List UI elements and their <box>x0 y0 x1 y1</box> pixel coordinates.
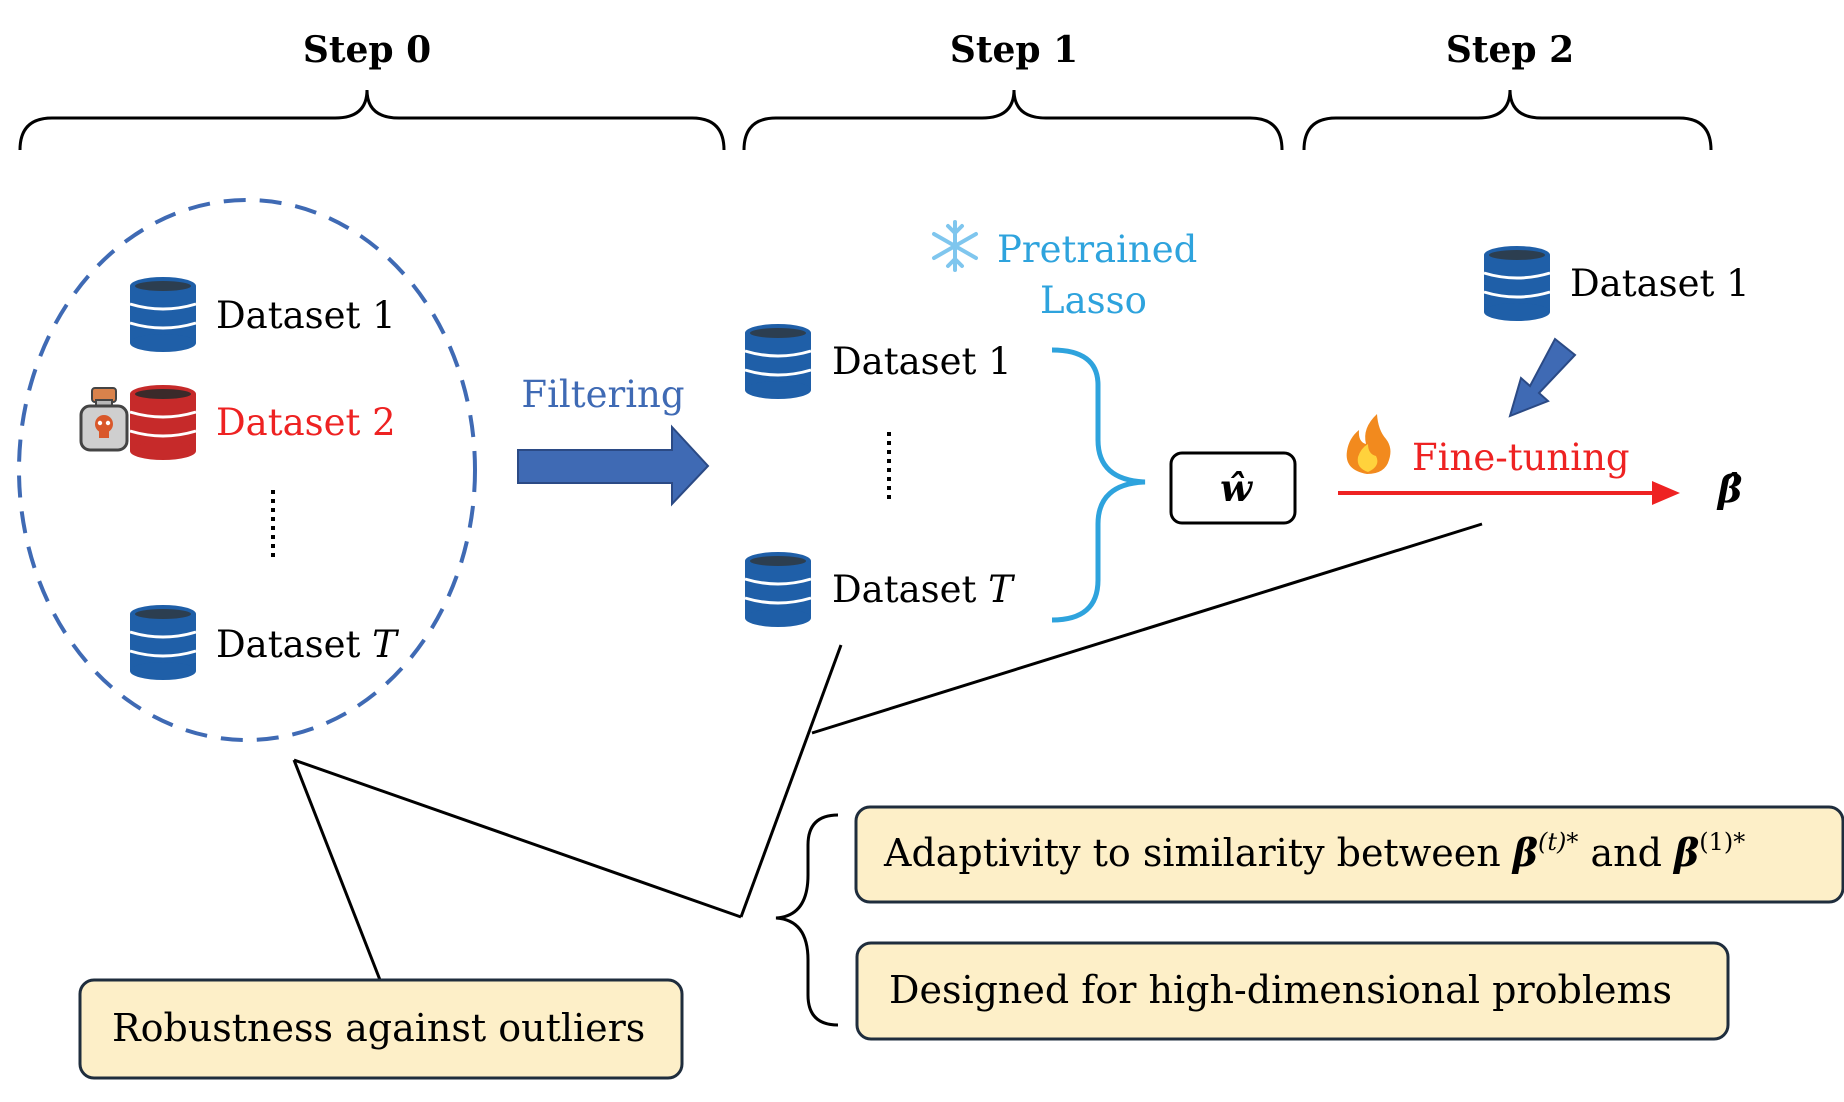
database-icon <box>128 383 198 462</box>
properties-brace <box>775 813 839 1027</box>
filtering-arrow <box>517 424 710 507</box>
step1-dataset-t-label: Dataset T <box>832 568 1015 611</box>
finetuning-arrowhead <box>1652 481 1680 505</box>
database-icon <box>128 275 198 354</box>
database-icon <box>128 603 198 682</box>
step0-dataset-pool <box>17 198 477 742</box>
lasso-label: Lasso <box>1040 279 1147 322</box>
adaptivity-box <box>854 805 1844 904</box>
robustness-box <box>78 978 684 1080</box>
step1-title: Step 1 <box>950 29 1078 71</box>
step2-title: Step 2 <box>1446 29 1574 71</box>
step0-dataset-1-label: Dataset 1 <box>216 294 396 337</box>
step1-brace <box>742 89 1284 151</box>
w-hat-symbol: ŵ <box>1220 466 1253 510</box>
poison-bottle-icon <box>79 387 129 452</box>
finetuning-label: Fine-tuning <box>1412 436 1630 479</box>
pretrained-label: Pretrained <box>997 228 1197 271</box>
step0-dataset-2-label: Dataset 2 <box>216 401 396 444</box>
step1-dataset-1-label: Dataset 1 <box>832 340 1012 383</box>
filtering-label: Filtering <box>521 373 684 416</box>
fire-icon <box>1346 414 1391 474</box>
w-hat-box <box>1169 451 1297 525</box>
dataset-to-finetune-arrow <box>1508 337 1577 418</box>
connector-line <box>811 522 1483 735</box>
robustness-text: Robustness against outliers <box>112 1006 645 1050</box>
step0-title: Step 0 <box>303 29 431 71</box>
database-icon <box>743 550 813 629</box>
step0-dataset-t-label: Dataset T <box>216 623 399 666</box>
database-icon <box>743 322 813 401</box>
connector-line <box>292 759 382 981</box>
database-icon <box>1482 244 1552 323</box>
connector-line <box>739 644 843 918</box>
step0-brace <box>18 89 726 151</box>
adaptivity-text: Adaptivity to similarity between β(t)* a… <box>883 828 1745 875</box>
beta-hat-symbol: β̂ <box>1716 467 1743 511</box>
step2-dataset-1-label: Dataset 1 <box>1570 262 1750 305</box>
step2-brace <box>1302 89 1713 151</box>
snowflake-icon <box>932 220 978 272</box>
high-dim-box <box>855 941 1730 1041</box>
connector-line <box>293 758 742 919</box>
high-dim-text: Designed for high-dimensional problems <box>889 968 1672 1012</box>
lasso-brace <box>1051 347 1146 623</box>
